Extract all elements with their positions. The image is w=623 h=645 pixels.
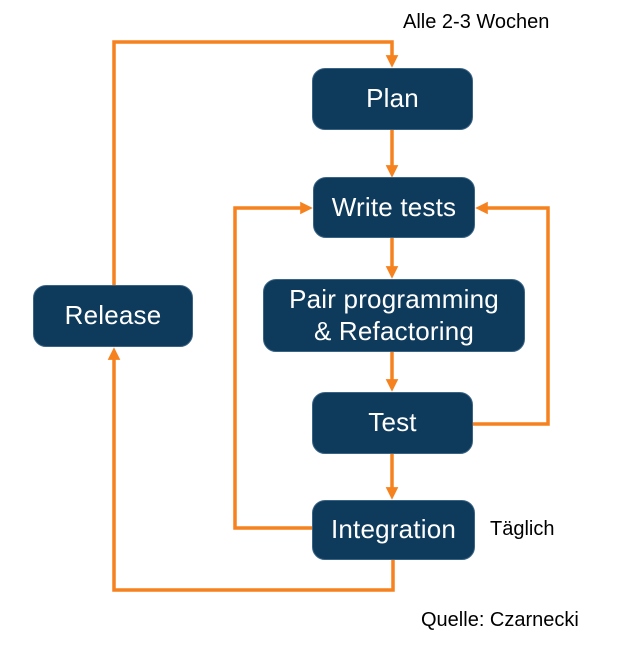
node-test: Test [312, 392, 473, 454]
daily-frequency-label: Täglich [490, 518, 555, 540]
cycle-frequency-label: Alle 2-3 Wochen [403, 11, 550, 33]
edge-release-to-plan-loop [112, 40, 399, 285]
edges-group [107, 40, 550, 592]
edge-integration-to-release-loop [107, 347, 395, 592]
node-label-test: Test [368, 407, 417, 438]
edge-test-to-write-tests-loop [473, 201, 550, 426]
node-integration: Integration [312, 500, 475, 560]
edge-integration-to-write-tests-loop [233, 201, 313, 530]
node-label-release: Release [64, 300, 162, 331]
node-label-integration: Integration [330, 514, 457, 545]
node-label-write-tests: Write tests [331, 191, 457, 222]
node-label-plan: Plan [366, 83, 419, 114]
node-label-pair-programming: Pair programming & Refactoring [289, 283, 499, 346]
node-write-tests: Write tests [313, 177, 475, 238]
node-pair-programming: Pair programming & Refactoring [263, 279, 525, 352]
source-credit-label: Quelle: Czarnecki [421, 609, 579, 631]
node-release: Release [33, 285, 193, 347]
node-plan: Plan [312, 68, 473, 130]
